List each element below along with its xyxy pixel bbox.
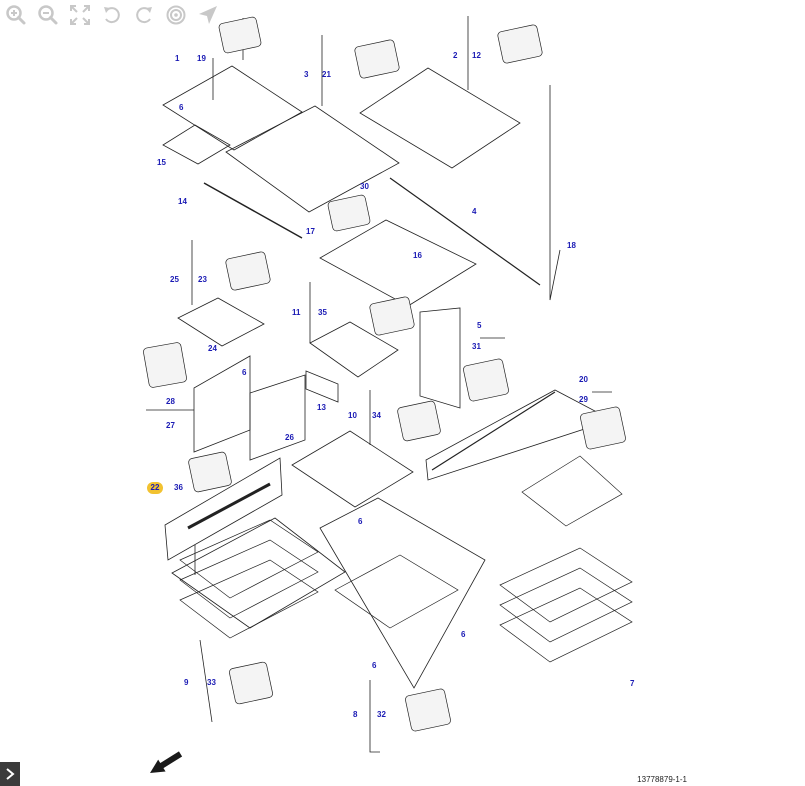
callout[interactable]: 16 [413, 251, 422, 260]
rotate-right-button[interactable] [128, 0, 160, 30]
rotate-left-button[interactable] [96, 0, 128, 30]
drawing-id-label: 13778879-1-1 [637, 775, 687, 784]
callout[interactable]: 8 [353, 710, 358, 719]
callout[interactable]: 25 [170, 275, 179, 284]
callout[interactable]: 36 [174, 483, 183, 492]
callout[interactable]: 13 [317, 403, 326, 412]
callout[interactable]: 31 [472, 342, 481, 351]
callout[interactable]: 6 [242, 368, 247, 377]
callout[interactable]: 2 [453, 51, 458, 60]
rotate-right-icon [136, 7, 152, 24]
callout[interactable]: 28 [166, 397, 175, 406]
callout[interactable]: 35 [318, 308, 327, 317]
zoom-in-icon [6, 5, 26, 25]
fit-screen-icon [70, 5, 90, 25]
zoom-out-button[interactable] [32, 0, 64, 30]
callout[interactable]: 15 [157, 158, 166, 167]
callout[interactable]: 1 [175, 54, 180, 63]
callout[interactable]: 6 [358, 517, 363, 526]
callout[interactable]: 12 [472, 51, 481, 60]
callout[interactable]: 17 [306, 227, 315, 236]
fit-screen-button[interactable] [64, 0, 96, 30]
rotate-left-icon [104, 7, 120, 24]
callout[interactable]: 29 [579, 395, 588, 404]
callout[interactable]: 5 [477, 321, 482, 330]
expand-panel-button[interactable] [0, 762, 20, 786]
highlighted-callout[interactable]: 22 [147, 482, 163, 494]
callout[interactable]: 33 [207, 678, 216, 687]
zoom-out-icon [38, 5, 58, 25]
callout[interactable]: 19 [197, 54, 206, 63]
callout[interactable]: 24 [208, 344, 217, 353]
callout[interactable]: 27 [166, 421, 175, 430]
callout[interactable]: 6 [179, 103, 184, 112]
navigation-arrow-icon [199, 6, 217, 24]
callout[interactable]: 4 [472, 207, 477, 216]
callout[interactable]: 10 [348, 411, 357, 420]
callout[interactable]: 21 [322, 70, 331, 79]
callout[interactable]: 3 [304, 70, 309, 79]
reset-view-button[interactable] [160, 0, 192, 30]
callout[interactable]: 32 [377, 710, 386, 719]
callout[interactable]: 26 [285, 433, 294, 442]
callout[interactable]: 18 [567, 241, 576, 250]
chevron-right-icon [6, 768, 15, 780]
callout[interactable]: 14 [178, 197, 187, 206]
callout[interactable]: 34 [372, 411, 381, 420]
callout[interactable]: 20 [579, 375, 588, 384]
callout[interactable]: 9 [184, 678, 189, 687]
target-icon [166, 5, 186, 25]
callout[interactable]: 7 [630, 679, 635, 688]
callout[interactable]: 11 [292, 308, 301, 317]
viewer-toolbar [0, 0, 224, 30]
callout[interactable]: 6 [461, 630, 466, 639]
callout[interactable]: 30 [360, 182, 369, 191]
pointer-button[interactable] [192, 0, 224, 30]
callout[interactable]: 23 [198, 275, 207, 284]
callout[interactable]: 6 [372, 661, 377, 670]
zoom-in-button[interactable] [0, 0, 32, 30]
